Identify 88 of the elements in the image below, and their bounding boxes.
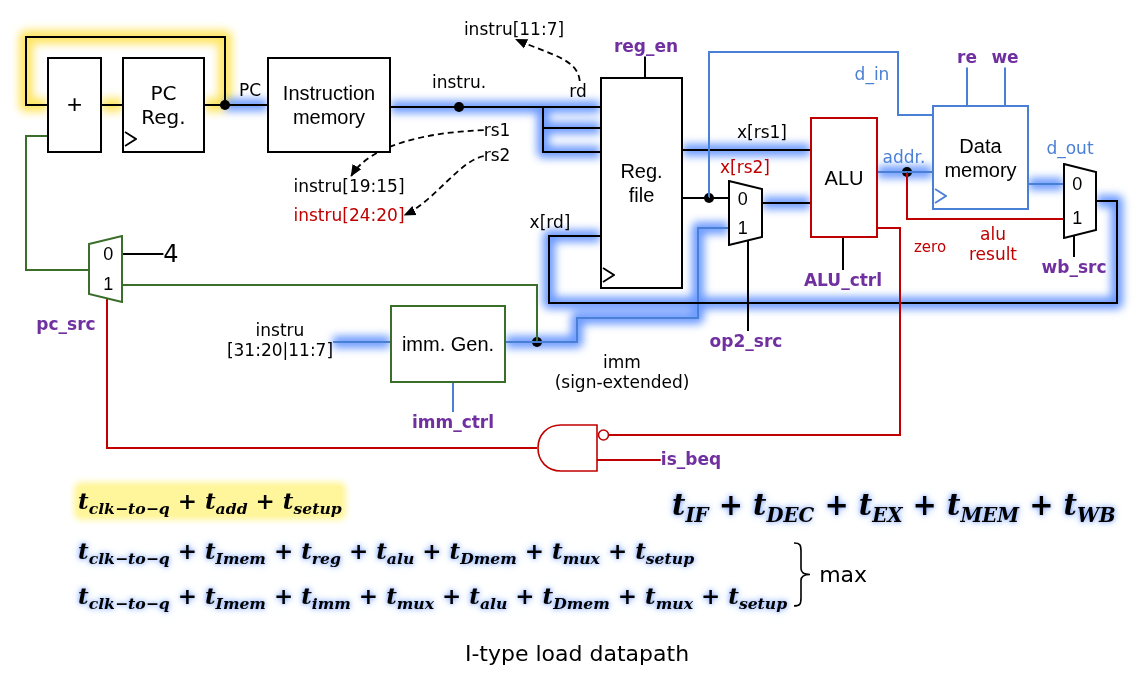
wire (101, 104, 123, 106)
input-number: 0 (1072, 174, 1083, 194)
wire (747, 239, 749, 332)
input-number: 0 (103, 244, 114, 264)
input-number: 1 (1072, 208, 1083, 228)
wire-label: addr. (882, 147, 926, 168)
block-label: + (66, 89, 83, 121)
wire (966, 66, 968, 106)
control-signal-label: reg_en (613, 36, 679, 57)
wire (842, 237, 844, 271)
formula: t$_{clk−to−q}$ + t$_{add}$ + t$_{setup}$ (78, 486, 342, 516)
formula: t$_{clk−to−q}$ + t$_{Imem}$ + t$_{imm}$ + t$_{mux}$ + t$_{alu}$ + t$_{Dmem}$ + t$_{mux}$ + t$_{setup}$ (78, 581, 788, 611)
memory-block (267, 57, 391, 153)
caption: I-type load datapath (464, 641, 690, 666)
formula: t$_{clk−to−q}$ + t$_{Imem}$ + t$_{reg}$ + t$_{alu}$ + t$_{Dmem}$ + t$_{mux}$ + t$_{setup}$ (78, 536, 695, 566)
field-label: rs2 (483, 145, 511, 166)
immediate-generator-block (390, 305, 506, 383)
wire (644, 55, 646, 78)
wire-label: d_out (1046, 138, 1094, 159)
bit-field-label: instru[19:15] (293, 176, 405, 197)
register-file-block (600, 77, 683, 289)
wire-label: x[rs1] (737, 122, 787, 143)
field-label: rd (569, 81, 587, 102)
dashed-arrow (515, 38, 581, 82)
wire (906, 171, 1064, 220)
dashed-arrow (350, 129, 485, 177)
input-number: 1 (737, 217, 748, 238)
wire-label: alu result (968, 224, 1018, 265)
wire (332, 341, 391, 343)
control-signal-label: we (991, 47, 1019, 68)
wire (390, 106, 601, 153)
wire (452, 382, 454, 413)
control-signal-label: re (957, 47, 977, 68)
bit-field-label: instru[11:7] (463, 19, 565, 40)
wire (122, 284, 538, 343)
wire (548, 200, 1118, 304)
wire (596, 459, 662, 461)
multiplexer (1063, 163, 1097, 239)
wire (608, 227, 901, 436)
signal-label: pc_src (36, 314, 96, 335)
formula: t$_{IF}$ + t$_{DEC}$ + t$_{EX}$ + t$_{MEM}$ + t$_{WB}$ (672, 487, 1116, 525)
control-signal-label: op2_src (709, 331, 783, 352)
block-label: Reg. file (620, 159, 663, 207)
wire (536, 227, 729, 343)
adder-block (47, 57, 102, 153)
block-label: ALU (824, 165, 864, 190)
register-block (122, 57, 205, 153)
dashed-arrow (403, 155, 485, 217)
wire (762, 202, 811, 204)
note-label: max (819, 561, 868, 587)
field-label: rs1 (483, 120, 511, 141)
wire-label: PC (238, 80, 262, 101)
alu-block (810, 117, 878, 238)
wire-label: zero (913, 238, 947, 256)
input-number: 1 (103, 274, 114, 294)
block-label: imm. Gen. (401, 332, 495, 356)
wire-label: x[rd] (529, 212, 571, 233)
wire-label: d_in (854, 64, 890, 85)
wire (708, 51, 933, 199)
wire-label: imm (sign-extended) (554, 352, 690, 393)
wire (682, 149, 811, 151)
wire (505, 341, 538, 343)
multiplexer (728, 180, 763, 246)
constant-label: 4 (163, 240, 179, 269)
block-label: Instruction memory (282, 81, 376, 129)
wire (25, 135, 89, 271)
block-label: PC Reg. (141, 81, 186, 129)
input-number: 0 (737, 188, 748, 209)
wire (1073, 235, 1075, 258)
logic-gate (537, 424, 610, 472)
block-label: Data memory (944, 133, 1017, 182)
control-signal-label: imm_ctrl (411, 412, 495, 433)
multiplexer (88, 235, 123, 303)
wire-label: x[rs2] (720, 157, 770, 178)
memory-block (932, 105, 1029, 210)
wire (1004, 66, 1006, 106)
bit-field-label: instru [31:20|11:7] (226, 320, 334, 361)
wire (906, 171, 933, 173)
wire (122, 253, 165, 255)
control-signal-label: wb_src (1041, 257, 1107, 278)
bit-field-label: instru[24:20] (293, 205, 405, 226)
wire (877, 171, 908, 173)
wire (106, 297, 538, 449)
control-signal-label: is_beq (660, 449, 722, 470)
wire (682, 197, 710, 199)
control-signal-label: ALU_ctrl (803, 270, 883, 291)
wire-label: instru. (431, 72, 487, 93)
wire (1028, 183, 1064, 185)
